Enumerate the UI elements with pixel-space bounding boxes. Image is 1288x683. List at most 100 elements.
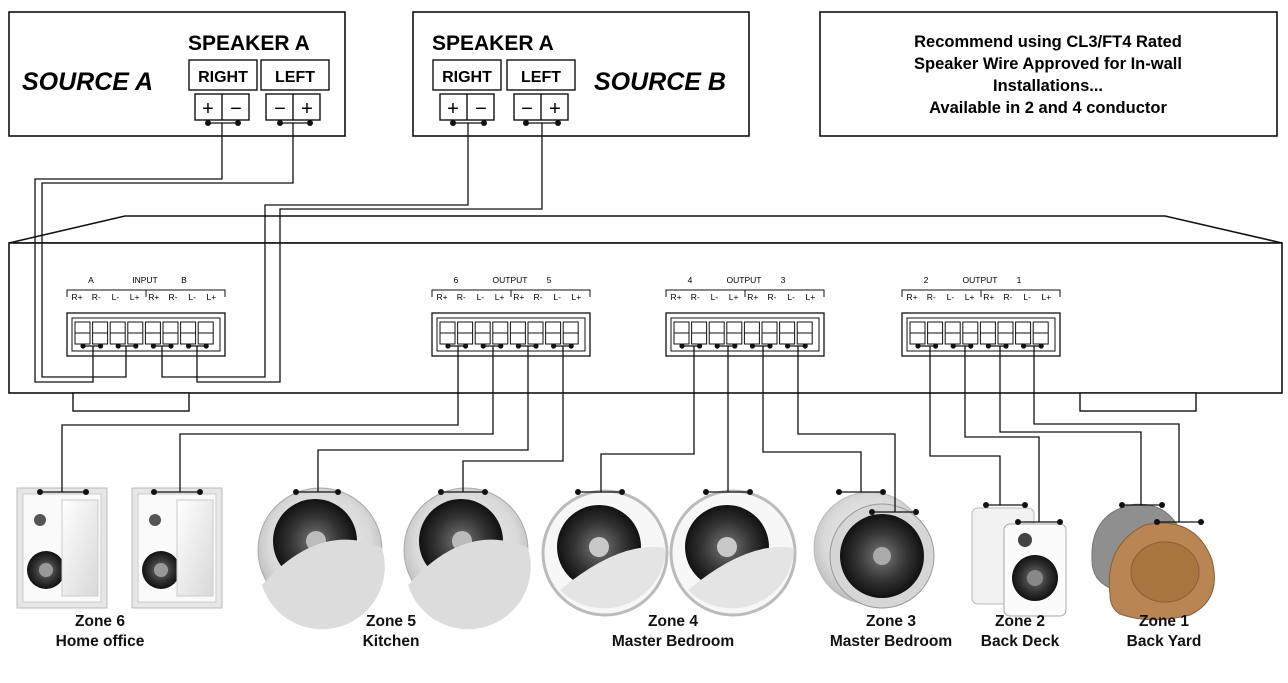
terminal-group-number: 3 xyxy=(781,275,786,285)
ceiling-speaker-icon xyxy=(669,489,797,617)
terminal-dot xyxy=(697,343,703,349)
wire-endpoint-dot xyxy=(703,489,709,495)
terminal-dot xyxy=(915,343,921,349)
pin-label: R+ xyxy=(670,292,681,302)
wire-endpoint-dot xyxy=(481,120,487,126)
right-foot xyxy=(1079,392,1197,412)
pin-label: L+ xyxy=(806,292,816,302)
note-line: Recommend using CL3/FT4 Rated xyxy=(914,33,1182,51)
zone-label: Zone 1 Back Yard xyxy=(1079,612,1249,652)
in-wall-speaker-icon xyxy=(131,487,223,609)
wire-endpoint-dot xyxy=(983,502,989,508)
zone-number: Zone 3 xyxy=(866,613,916,630)
zone-label: Zone 6 Home office xyxy=(15,612,185,652)
terminal-group-number: 4 xyxy=(688,275,693,285)
pin-label: R- xyxy=(169,292,178,302)
terminal-dot xyxy=(1038,343,1044,349)
pin-label: L- xyxy=(787,292,795,302)
source-b-right-label: RIGHT xyxy=(442,69,492,86)
pin-label: L- xyxy=(553,292,561,302)
minus-sign: − xyxy=(521,98,533,120)
wire-endpoints xyxy=(37,120,1204,525)
pin-label: L+ xyxy=(207,292,217,302)
source-a-left-label: LEFT xyxy=(275,69,315,86)
wire-endpoint-dot xyxy=(836,489,842,495)
terminal-group-title: OUTPUT xyxy=(963,275,998,285)
note-box: Recommend using CL3/FT4 Rated Speaker Wi… xyxy=(819,11,1278,137)
wire-endpoint-dot xyxy=(482,489,488,495)
pin-label: R- xyxy=(92,292,101,302)
minus-sign: − xyxy=(230,98,242,120)
pin-label: R- xyxy=(691,292,700,302)
plus-sign: + xyxy=(202,98,214,120)
pin-label: L- xyxy=(947,292,955,302)
source-b-box: SPEAKER A RIGHT LEFT + − − + SOURCE B xyxy=(412,11,750,137)
pin-label: L+ xyxy=(1042,292,1052,302)
plus-sign: + xyxy=(447,98,459,120)
speakers xyxy=(16,487,1215,630)
pin-label: L+ xyxy=(495,292,505,302)
plus-sign: + xyxy=(301,98,313,120)
terminal-dot xyxy=(749,343,756,349)
zone-room: Master Bedroom xyxy=(829,633,953,650)
pin-label: R- xyxy=(768,292,777,302)
pin-label: R- xyxy=(534,292,543,302)
source-a-right-label: RIGHT xyxy=(198,69,248,86)
pin-label: R+ xyxy=(436,292,447,302)
zone-number: Zone 5 xyxy=(366,613,416,630)
pin-label: R- xyxy=(457,292,466,302)
rock-speaker-icon xyxy=(1108,522,1215,621)
terminal-dot xyxy=(1021,343,1027,349)
pin-label: R+ xyxy=(71,292,82,302)
pin-label: R+ xyxy=(513,292,524,302)
zone-room: Back Yard xyxy=(1126,633,1202,650)
wire-endpoint-dot xyxy=(1198,519,1204,525)
ceiling-speaker-icon xyxy=(541,489,669,617)
terminal-dot xyxy=(968,343,974,349)
pin-label: L- xyxy=(711,292,719,302)
zone-number: Zone 2 xyxy=(995,613,1045,630)
terminal-dot xyxy=(568,343,574,349)
terminal-dot xyxy=(802,343,808,349)
wire-endpoint-dot xyxy=(37,489,43,495)
left-foot xyxy=(72,392,190,412)
terminal-dot xyxy=(98,343,104,349)
zone-label: Zone 3 Master Bedroom xyxy=(806,612,976,652)
wire-endpoint-dot xyxy=(205,120,211,126)
terminal-dot xyxy=(933,343,939,349)
terminal-group-title: OUTPUT xyxy=(727,275,762,285)
terminal-dot xyxy=(186,343,192,349)
zone-room: Back Deck xyxy=(980,633,1060,650)
wire-endpoint-dot xyxy=(1119,502,1125,508)
terminal-dot xyxy=(767,343,773,349)
terminal-group-number: 6 xyxy=(454,275,459,285)
note-line: Available in 2 and 4 conductor xyxy=(929,99,1167,117)
source-a-label: SOURCE A xyxy=(22,68,153,96)
outdoor-speaker-icon xyxy=(971,507,1067,617)
note-line: Installations... xyxy=(993,77,1103,95)
wire-endpoint-dot xyxy=(83,489,89,495)
terminal-dot xyxy=(533,343,539,349)
wire-endpoint-dot xyxy=(747,489,753,495)
pin-label: L- xyxy=(1023,292,1031,302)
wire-endpoint-dot xyxy=(307,120,313,126)
wire-endpoint-dot xyxy=(293,489,299,495)
wire-endpoint-dot xyxy=(151,489,157,495)
terminal-group-number: A xyxy=(88,275,94,285)
wire-endpoint-dot xyxy=(277,120,283,126)
wire-endpoint-dot xyxy=(335,489,341,495)
terminal-dot xyxy=(480,343,486,349)
terminal-group-number: 1 xyxy=(1017,275,1022,285)
terminal-dot xyxy=(80,343,86,349)
terminal-group-number: 2 xyxy=(924,275,929,285)
terminal-group-number: B xyxy=(181,275,187,285)
wire-endpoint-dot xyxy=(1022,502,1028,508)
terminal-dot xyxy=(168,343,174,349)
terminal-dot xyxy=(498,343,504,349)
terminal-dot xyxy=(679,343,685,349)
pin-label: L+ xyxy=(729,292,739,302)
terminal-group-title: OUTPUT xyxy=(493,275,528,285)
terminal-dot xyxy=(714,343,720,349)
pin-label: R+ xyxy=(906,292,917,302)
terminal-dot xyxy=(1003,343,1009,349)
